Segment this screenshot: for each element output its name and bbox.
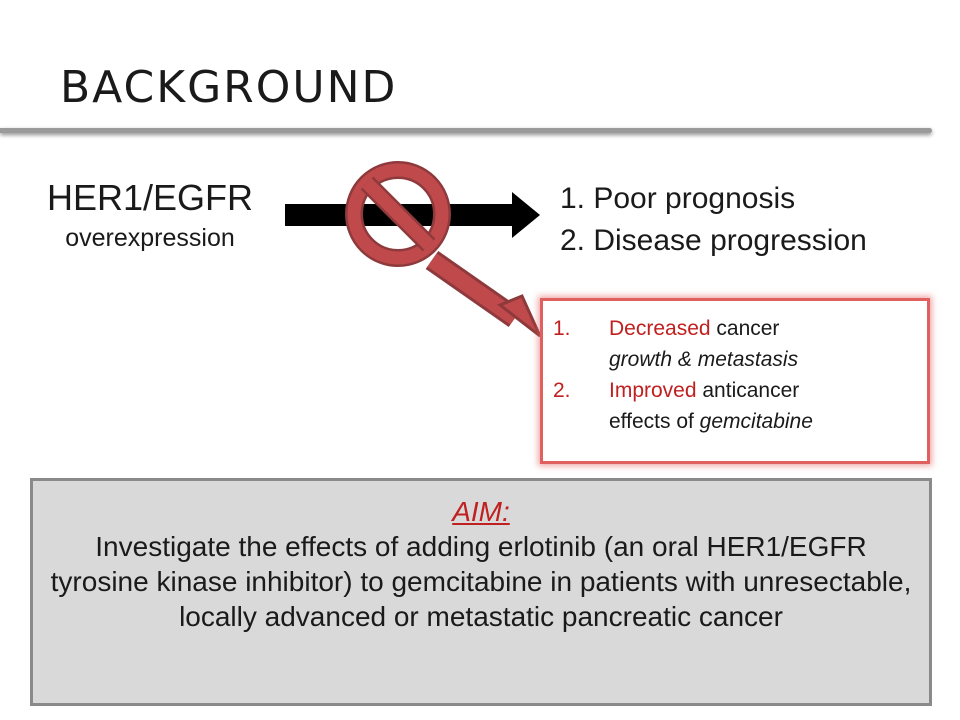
slide-title: BACKGROUND xyxy=(60,62,398,113)
title-divider xyxy=(0,128,932,133)
aim-text: Investigate the effects of adding erloti… xyxy=(50,531,912,632)
effect-rest: anticancer xyxy=(696,379,800,402)
term-sub: overexpression xyxy=(65,224,235,252)
effect-detail: growth & metastasis xyxy=(609,348,799,371)
outcomes-list: 1. Poor prognosis 2. Disease progression xyxy=(560,178,890,298)
effect-rest: cancer xyxy=(710,317,780,340)
effect-number: 1. xyxy=(553,317,571,340)
effect-item: 1. Decreased cancer growth & metastasis xyxy=(551,313,917,375)
outcome-disease-progression: 2. Disease progression xyxy=(560,224,867,257)
effect-keyword: Decreased xyxy=(609,317,711,340)
inhibition-effects-box: 1. Decreased cancer growth & metastasis … xyxy=(540,298,930,464)
effect-text: Improved anticancer effects of gemcitabi… xyxy=(609,375,813,437)
term-main: HER1/EGFR xyxy=(46,177,254,218)
aim-heading: AIM: xyxy=(452,496,510,527)
effect-keyword: Improved xyxy=(609,379,697,402)
no-entry-icon xyxy=(345,161,451,267)
effect-detail: effects of xyxy=(609,410,700,433)
effects-list: 1. Decreased cancer growth & metastasis … xyxy=(543,301,927,437)
effect-item: 2. Improved anticancer effects of gemcit… xyxy=(551,375,917,437)
effect-number: 2. xyxy=(553,379,571,402)
outcome-poor-prognosis: 1. Poor prognosis xyxy=(560,182,796,215)
her1-egfr-label: HER1/EGFR overexpression xyxy=(30,176,270,255)
pointer-arrow-icon xyxy=(425,250,542,338)
aim-box: AIM: Investigate the effects of adding e… xyxy=(30,478,932,706)
effect-drug: gemcitabine xyxy=(699,410,813,433)
effect-text: Decreased cancer growth & metastasis xyxy=(609,313,798,375)
